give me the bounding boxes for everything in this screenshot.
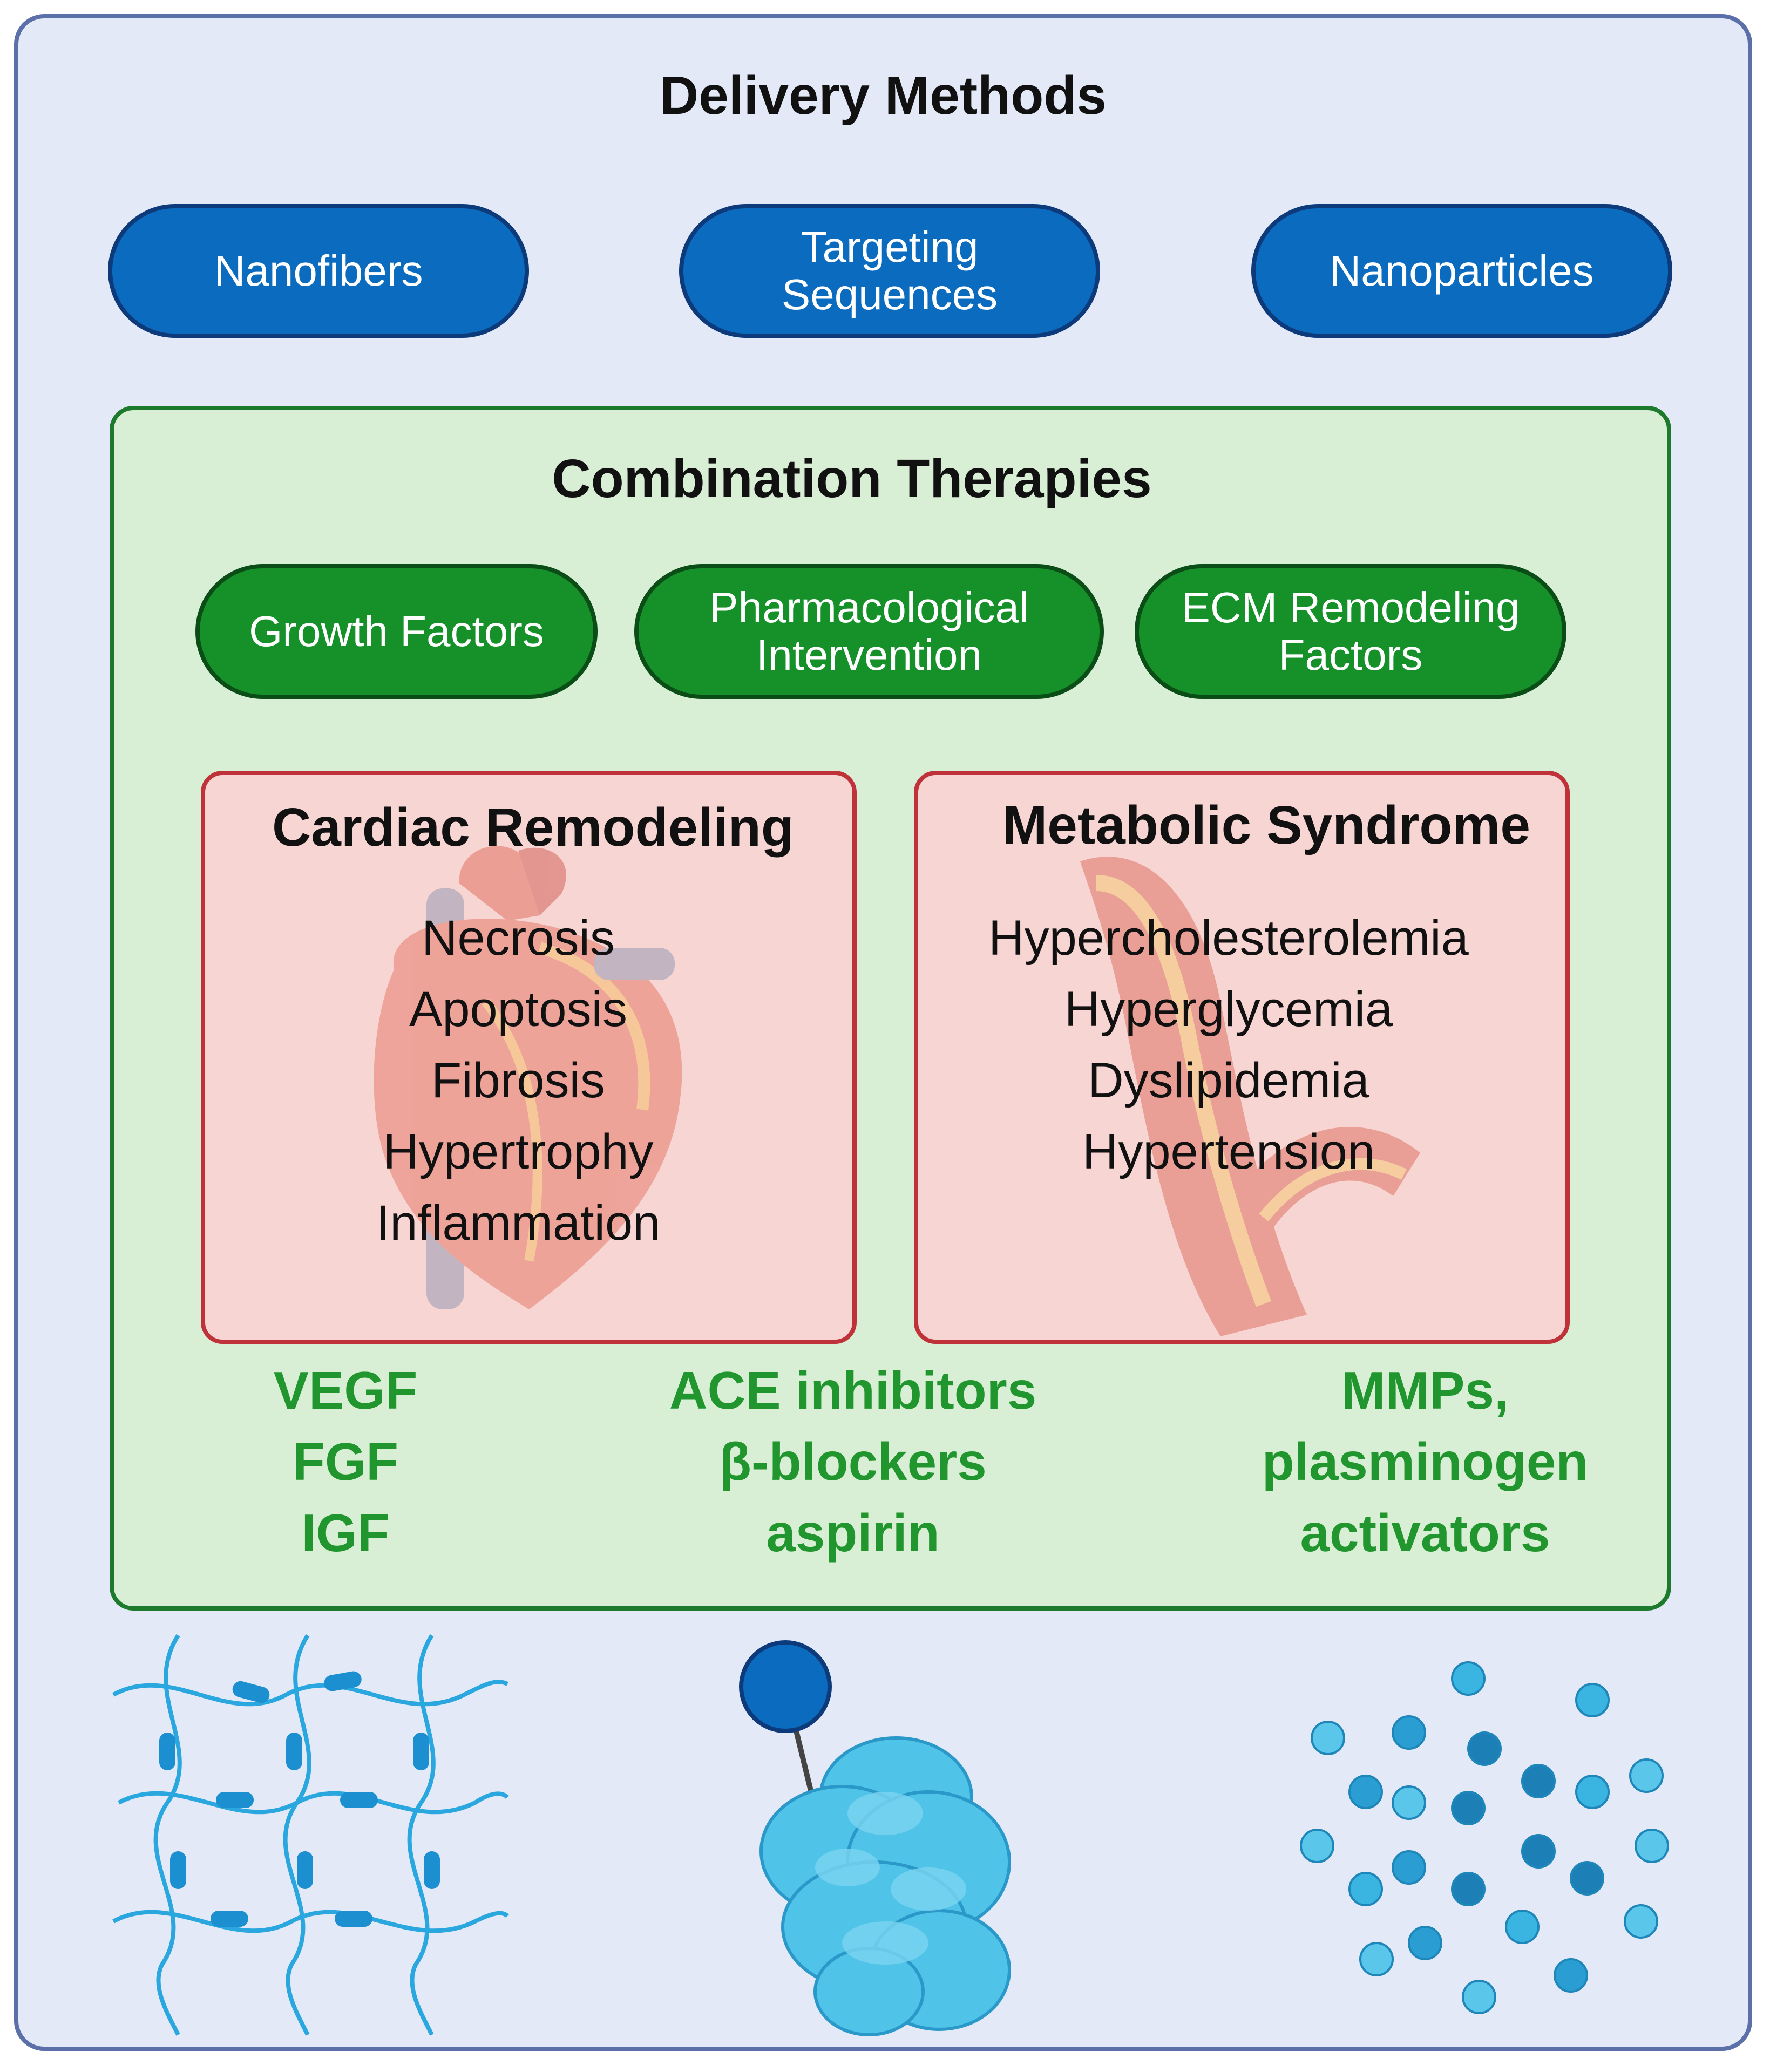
growth-factor-vegf: VEGF [273, 1361, 418, 1420]
cardiac-remodeling-panel: Cardiac Remodeling Necrosis Apoptosis Fi… [201, 771, 857, 1344]
ecm-factor-mmps: MMPs, [1341, 1361, 1509, 1420]
targeting-sequences-label: Targeting Sequences [781, 223, 998, 318]
growth-factor-fgf: FGF [293, 1432, 398, 1491]
nanofiber-mesh-icon [112, 1634, 509, 2036]
growth-factors-label: Growth Factors [249, 607, 544, 655]
metabolic-syndrome-title: Metabolic Syndrome [1002, 795, 1530, 855]
ecm-remodeling-label: ECM Remodeling Factors [1181, 583, 1520, 679]
targeting-sequences-pill: Targeting Sequences [679, 204, 1100, 338]
metabolic-item-hypercholesterolemia: Hypercholesterolemia [988, 911, 1469, 966]
drug-beta-blockers: β-blockers [719, 1432, 987, 1491]
ecm-factor-plasminogen: plasminogen [1262, 1432, 1589, 1491]
metabolic-item-dyslipidemia: Dyslipidemia [1088, 1053, 1369, 1108]
cardiac-item-hypertrophy: Hypertrophy [383, 1124, 654, 1179]
cardiac-item-inflammation: Inflammation [376, 1195, 661, 1251]
delivery-methods-title: Delivery Methods [659, 65, 1107, 126]
nanofibers-label: Nanofibers [214, 247, 423, 295]
cardiac-item-fibrosis: Fibrosis [431, 1053, 606, 1108]
nanoparticles-pill: Nanoparticles [1251, 204, 1672, 338]
cardiac-item-apoptosis: Apoptosis [409, 982, 628, 1037]
drug-ace-inhibitors: ACE inhibitors [669, 1361, 1037, 1420]
heart-icon [374, 846, 682, 1309]
targeting-protein-icon [739, 1640, 1011, 2036]
metabolic-syndrome-panel: Metabolic Syndrome Hypercholesterolemia … [914, 771, 1570, 1344]
pharmacological-intervention-label: Pharmacological Intervention [709, 583, 1029, 679]
metabolic-item-hyperglycemia: Hyperglycemia [1064, 982, 1393, 1037]
ecm-remodeling-pill: ECM Remodeling Factors [1135, 564, 1566, 699]
metabolic-item-hypertension: Hypertension [1082, 1124, 1375, 1179]
cardiac-item-necrosis: Necrosis [422, 911, 615, 966]
artery-plaque-icon [1080, 857, 1420, 1336]
combination-therapies-title: Combination Therapies [552, 449, 1152, 509]
nanofibers-pill: Nanofibers [108, 204, 529, 338]
growth-factor-igf: IGF [301, 1503, 390, 1563]
pharmacological-intervention-pill: Pharmacological Intervention [634, 564, 1104, 699]
nanoparticles-icon [1300, 1661, 1669, 2014]
cardiac-remodeling-title: Cardiac Remodeling [272, 797, 794, 858]
growth-factors-pill: Growth Factors [195, 564, 598, 699]
ecm-factor-activators: activators [1300, 1503, 1550, 1563]
nanoparticles-label: Nanoparticles [1330, 247, 1594, 295]
drug-aspirin: aspirin [766, 1503, 940, 1563]
